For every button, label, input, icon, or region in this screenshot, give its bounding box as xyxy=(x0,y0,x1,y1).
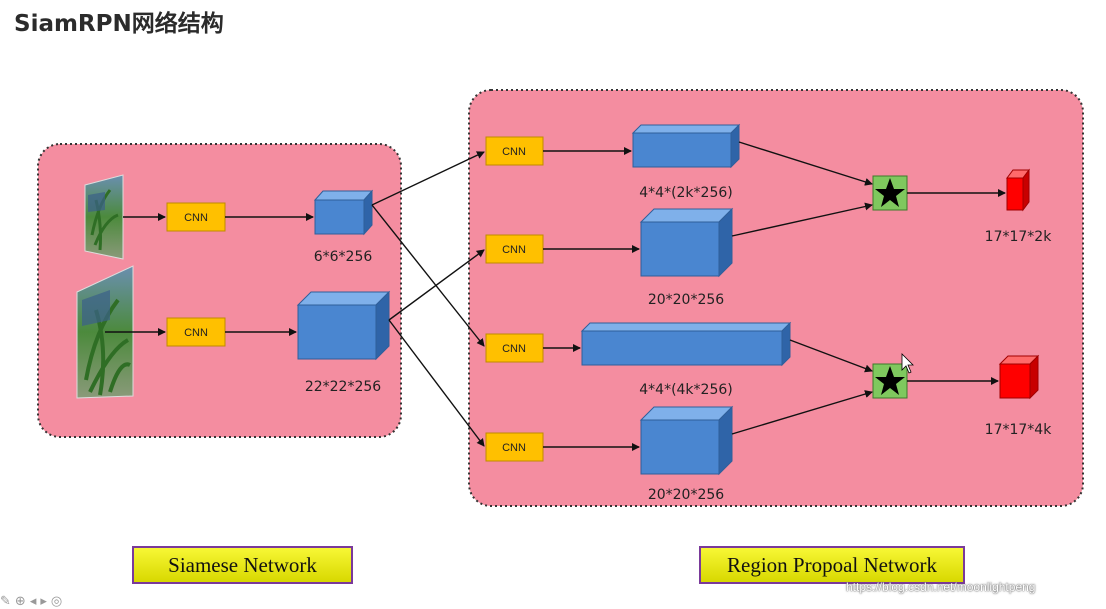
reg-kernel-size-label: 4*4*(4k*256) xyxy=(639,382,732,398)
cnn-label: CNN xyxy=(502,343,526,355)
template-image xyxy=(84,174,124,260)
rpn-cnn-1: CNN xyxy=(485,136,544,166)
cnn-label: CNN xyxy=(184,212,208,224)
siamese-cnn-bottom: CNN xyxy=(166,317,226,347)
siamese-network-caption: Siamese Network xyxy=(132,546,353,584)
cursor-icon xyxy=(901,353,914,374)
next-icon[interactable]: ▸ xyxy=(40,594,51,609)
cnn-label: CNN xyxy=(184,327,208,339)
cls-feature-cube xyxy=(639,207,734,278)
presentation-toolbar[interactable]: ✎⊕◂▸◎ xyxy=(0,594,67,609)
page-title: SiamRPN网络结构 xyxy=(14,11,224,37)
cnn-label: CNN xyxy=(502,146,526,158)
cnn-label: CNN xyxy=(502,442,526,454)
reg-output-label: 17*17*4k xyxy=(985,422,1053,438)
reg-correlation-star xyxy=(872,363,908,399)
pen-icon[interactable]: ✎ xyxy=(0,594,15,609)
rpn-cnn-4: CNN xyxy=(485,432,544,462)
siamese-cnn-top: CNN xyxy=(166,202,226,232)
reg-kernel-cube xyxy=(580,321,792,367)
rpn-panel xyxy=(468,89,1084,507)
connector-arrows xyxy=(105,141,1006,451)
rpn-cnn-3: CNN xyxy=(485,333,544,363)
detection-size-label: 22*22*256 xyxy=(305,379,381,395)
cls-kernel-size-label: 4*4*(2k*256) xyxy=(639,185,732,201)
zoom-icon[interactable]: ⊕ xyxy=(14,594,30,609)
cls-correlation-star xyxy=(872,175,908,211)
template-feature-cube xyxy=(313,189,374,236)
rpn-cnn-2: CNN xyxy=(485,234,544,264)
cls-output-cube xyxy=(1006,168,1030,212)
cls-kernel-cube xyxy=(631,123,741,169)
reg-feature-size-label: 20*20*256 xyxy=(648,487,724,503)
cnn-label: CNN xyxy=(502,244,526,256)
template-size-label: 6*6*256 xyxy=(314,249,373,265)
reg-feature-cube xyxy=(639,405,734,476)
watermark: https://blog.csdn.net/moonlightpeng xyxy=(846,580,1036,594)
reg-output-cube xyxy=(998,354,1040,400)
cls-feature-size-label: 20*20*256 xyxy=(648,292,724,308)
detection-feature-cube xyxy=(296,290,391,361)
prev-icon[interactable]: ◂ xyxy=(29,594,41,609)
settings-icon[interactable]: ◎ xyxy=(50,594,67,609)
rpn-caption: Region Propoal Network xyxy=(699,546,965,584)
cls-output-label: 17*17*2k xyxy=(985,229,1053,245)
